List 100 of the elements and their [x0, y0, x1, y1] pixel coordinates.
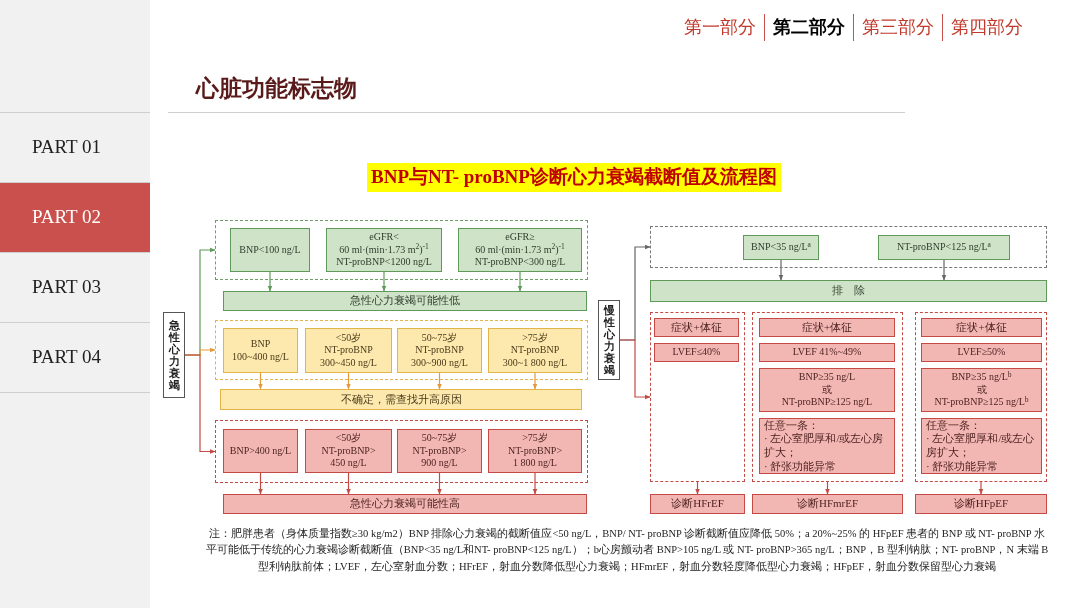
active-nav-tab: PART 02 — [0, 182, 150, 252]
arrow — [381, 271, 387, 292]
box-text: >75岁 — [522, 331, 548, 345]
box-text: NT-proBNP — [510, 344, 560, 357]
arrow — [941, 259, 947, 281]
box-text: 1 800 ng/L — [513, 457, 557, 470]
dashed-group-frame — [752, 312, 903, 482]
arrow — [695, 481, 700, 495]
box-text: · 舒张功能异常 — [764, 459, 837, 474]
box-text: NT-proBNP> — [507, 444, 563, 458]
dashed-group-frame — [650, 312, 745, 482]
box-text: NT-proBNP> — [321, 444, 376, 458]
box-text: LVEF≥50% — [957, 346, 1006, 359]
box-text: BNP>400 ng/L — [229, 444, 292, 458]
box-text: 任意一条： — [926, 418, 981, 433]
flowchart-box — [921, 318, 1042, 337]
box-text: NT-proBNP — [324, 344, 373, 357]
box-text: 诊断HFrEF — [671, 497, 724, 511]
box-text: 诊断HFmrEF — [796, 497, 859, 511]
section-link: 第四部分 — [942, 14, 1031, 41]
dashed-group-frame — [215, 220, 588, 280]
box-text: NT-proBNP — [415, 344, 464, 357]
flowchart-box — [759, 343, 895, 362]
box-text: BNP<35 ng/L$^{a}$ — [751, 241, 811, 254]
box-text: NT-proBNP≥125 ng/L$^{b}$ — [934, 396, 1029, 409]
section-link: 第一部分 — [683, 16, 757, 39]
box-text: LVEF≤40% — [672, 346, 721, 359]
box-text: <50岁 — [335, 331, 362, 345]
flowchart-box — [921, 418, 1042, 474]
box-text: 100~400 ng/L — [232, 350, 289, 363]
box-text: 急性心力衰竭可能性低 — [350, 294, 460, 308]
box-text: 急性心力衰竭可能性高 — [350, 497, 460, 511]
arrow — [267, 271, 273, 292]
box-text: eGFR< — [369, 231, 399, 244]
flowchart-box — [220, 389, 582, 410]
flowchart-box — [654, 318, 739, 337]
box-text: 排 除 — [832, 284, 865, 298]
flowchart-box — [230, 228, 310, 272]
dashed-group-frame — [215, 320, 588, 380]
flowchart-box — [458, 228, 582, 272]
box-text: NT-proBNP<1200 ng/L — [336, 256, 432, 269]
flowchart-box — [397, 429, 482, 473]
flowchart-box — [759, 318, 895, 337]
box-text: · 左心室肥厚和/或左心房扩大； — [764, 432, 885, 460]
category-label-box — [598, 300, 620, 380]
box-text: BNP<100 ng/L — [239, 243, 301, 257]
flowchart-box — [759, 368, 895, 412]
dashed-group-frame — [215, 420, 588, 483]
category-label-box — [163, 312, 185, 398]
box-text: 300~450 ng/L — [320, 356, 377, 370]
arrow — [258, 372, 263, 390]
box-text: 60 ml·(min·1.73 m$^{2}$)$^{-1}$ — [475, 243, 565, 257]
chart-title: BNP与NT- proBNP诊断心力衰竭截断值及流程图 — [367, 163, 781, 192]
flowchart-box — [305, 328, 392, 373]
flowchart-box — [488, 429, 582, 473]
box-text: 60 ml·(min·1.73 m$^{2}$)$^{-1}$ — [339, 243, 429, 257]
section-link: 第二部分 — [764, 14, 853, 41]
flowchart-box — [650, 280, 1047, 302]
flowchart-box — [223, 494, 587, 514]
arrow — [184, 354, 216, 454]
flowchart-box — [650, 494, 745, 514]
arrow — [437, 372, 442, 390]
nav-tab: PART 04 — [0, 322, 150, 392]
flowchart-box — [397, 328, 482, 373]
dashed-group-frame — [650, 226, 1047, 268]
box-text: LVEF 41%~49% — [792, 346, 862, 359]
flowchart-box — [223, 328, 298, 373]
box-text: 50~75岁 — [421, 432, 458, 445]
arrow — [778, 259, 784, 281]
box-text: 300~900 ng/L — [411, 356, 468, 370]
flowchart-box — [759, 418, 895, 474]
flowchart-box — [752, 494, 903, 514]
flowchart-box — [326, 228, 442, 272]
flowchart-box — [743, 235, 819, 260]
box-text: BNP — [250, 338, 271, 351]
box-text: BNP≥35 ng/L — [798, 371, 856, 384]
arrow — [978, 481, 984, 495]
arrow — [346, 472, 351, 495]
flowchart-box — [305, 429, 392, 473]
box-text: NT-proBNP> — [412, 444, 467, 458]
box-text: NT-proBNP≥125 ng/L — [781, 396, 873, 409]
arrow — [619, 339, 651, 400]
flowchart-box — [654, 343, 739, 362]
box-text: 慢性心力衰竭 — [603, 303, 615, 377]
box-text: 或 — [822, 383, 832, 397]
arrow — [532, 372, 538, 390]
flowchart-box — [223, 429, 298, 473]
box-text: BNP≥35 ng/L$^{b}$ — [951, 371, 1012, 384]
flowchart-box — [878, 235, 1010, 260]
flowchart-box — [915, 494, 1047, 514]
box-text: 诊断HFpEF — [953, 497, 1009, 511]
page-heading: 心脏功能标志物 — [196, 75, 357, 103]
arrow — [517, 271, 523, 292]
box-text: >75岁 — [522, 432, 548, 445]
section-link: 第三部分 — [853, 14, 942, 41]
box-text: 450 ng/L — [330, 457, 367, 470]
footnote: 注：肥胖患者（身体质量指数≥30 kg/m2）BNP 排除心力衰竭的截断值应<50 ng/L，BNP/ NT- proBNP 诊断截断值应降低 50%；a 20%~25% 的 HFpEF 患者的 BNP 或 NT- proBNP 水平可能低于传统的心力衰竭诊断截断值（BNP<35 ng/L和NT- proBNP<125 ng/L）；b心房颤动者 BNP>105 ng/L 或 NT- proBNP>365 ng/L；BNP，B 型利钠肽；NT- proBNP，N 末端 B 型利钠肽前体；LVEF，左心室射血分数；HFrEF，射血分数降低型心力衰竭；HFmrEF，射血分数轻度降低型心力衰竭；HFpEF，射血分数保留型心力衰竭 — [204, 527, 1050, 574]
box-text: 急性心力衰竭 — [168, 318, 180, 392]
dashed-group-frame — [915, 312, 1047, 482]
box-text: 任意一条： — [764, 418, 819, 433]
